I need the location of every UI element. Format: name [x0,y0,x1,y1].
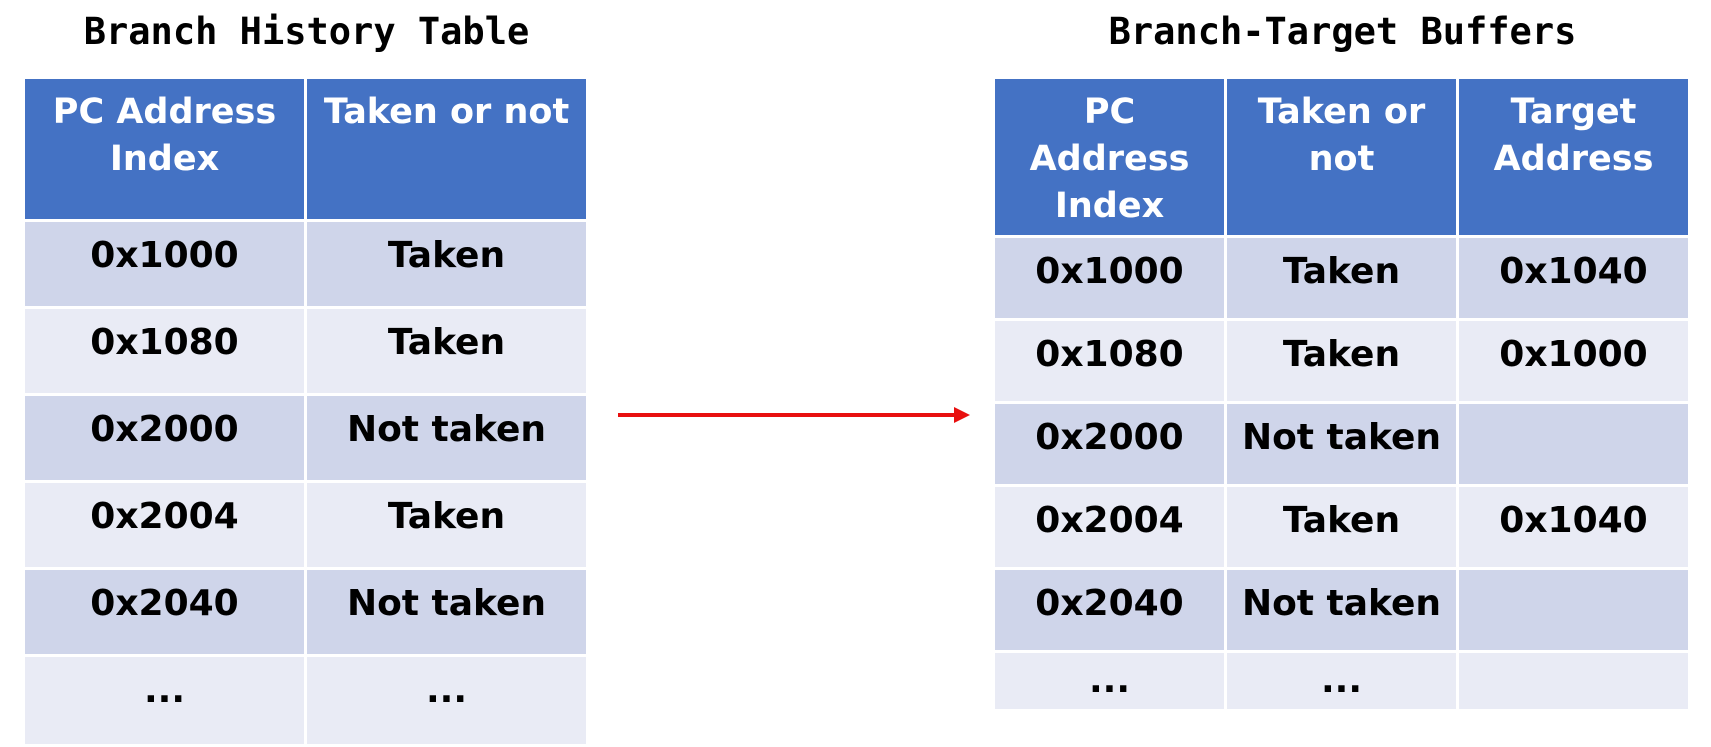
table-row: 0x1000 Taken [25,222,586,306]
btb-title: Branch-Target Buffers [1108,10,1577,53]
table-row: ... ... [25,657,586,744]
btb-cell-taken: Taken [1227,238,1456,318]
bht-cell-taken: Taken [307,309,586,393]
bht-header-taken: Taken or not [307,79,586,219]
btb-cell-pc: ... [995,653,1224,709]
btb-cell-taken: Not taken [1227,570,1456,650]
table-row: 0x2000 Not taken [995,404,1688,484]
right-arrow-icon [618,407,970,423]
table-row: 0x1000 Taken 0x1040 [995,238,1688,318]
bht-cell-taken: ... [307,657,586,744]
btb-cell-pc: 0x1080 [995,321,1224,401]
table-row: 0x2000 Not taken [25,396,586,480]
table-row: 0x2004 Taken [25,483,586,567]
btb-cell-pc: 0x2000 [995,404,1224,484]
bht-title: Branch History Table [83,10,530,53]
bht-cell-pc: 0x1000 [25,222,304,306]
bht-cell-taken: Taken [307,483,586,567]
btb-cell-taken: Not taken [1227,404,1456,484]
bht-cell-pc: 0x2040 [25,570,304,654]
table-row: 0x2040 Not taken [995,570,1688,650]
bht-cell-pc: ... [25,657,304,744]
btb-cell-target: 0x1040 [1459,487,1688,567]
table-row: 0x2040 Not taken [25,570,586,654]
btb-cell-target [1459,570,1688,650]
btb-cell-target [1459,653,1688,709]
arrow-head [954,407,970,423]
btb-cell-target [1459,404,1688,484]
table-row: 0x1080 Taken 0x1000 [995,321,1688,401]
btb-cell-taken: Taken [1227,321,1456,401]
bht-cell-taken: Not taken [307,396,586,480]
bht-cell-taken: Not taken [307,570,586,654]
btb-cell-target: 0x1000 [1459,321,1688,401]
btb-cell-taken: Taken [1227,487,1456,567]
btb-cell-pc: 0x2004 [995,487,1224,567]
bht-cell-pc: 0x2000 [25,396,304,480]
bht-cell-pc: 0x1080 [25,309,304,393]
btb-cell-taken: ... [1227,653,1456,709]
table-row: ... ... [995,653,1688,709]
table-row: 0x2004 Taken 0x1040 [995,487,1688,567]
btb-cell-pc: 0x1000 [995,238,1224,318]
bht-cell-taken: Taken [307,222,586,306]
bht-cell-pc: 0x2004 [25,483,304,567]
btb-cell-target: 0x1040 [1459,238,1688,318]
btb-cell-pc: 0x2040 [995,570,1224,650]
table-row: 0x1080 Taken [25,309,586,393]
